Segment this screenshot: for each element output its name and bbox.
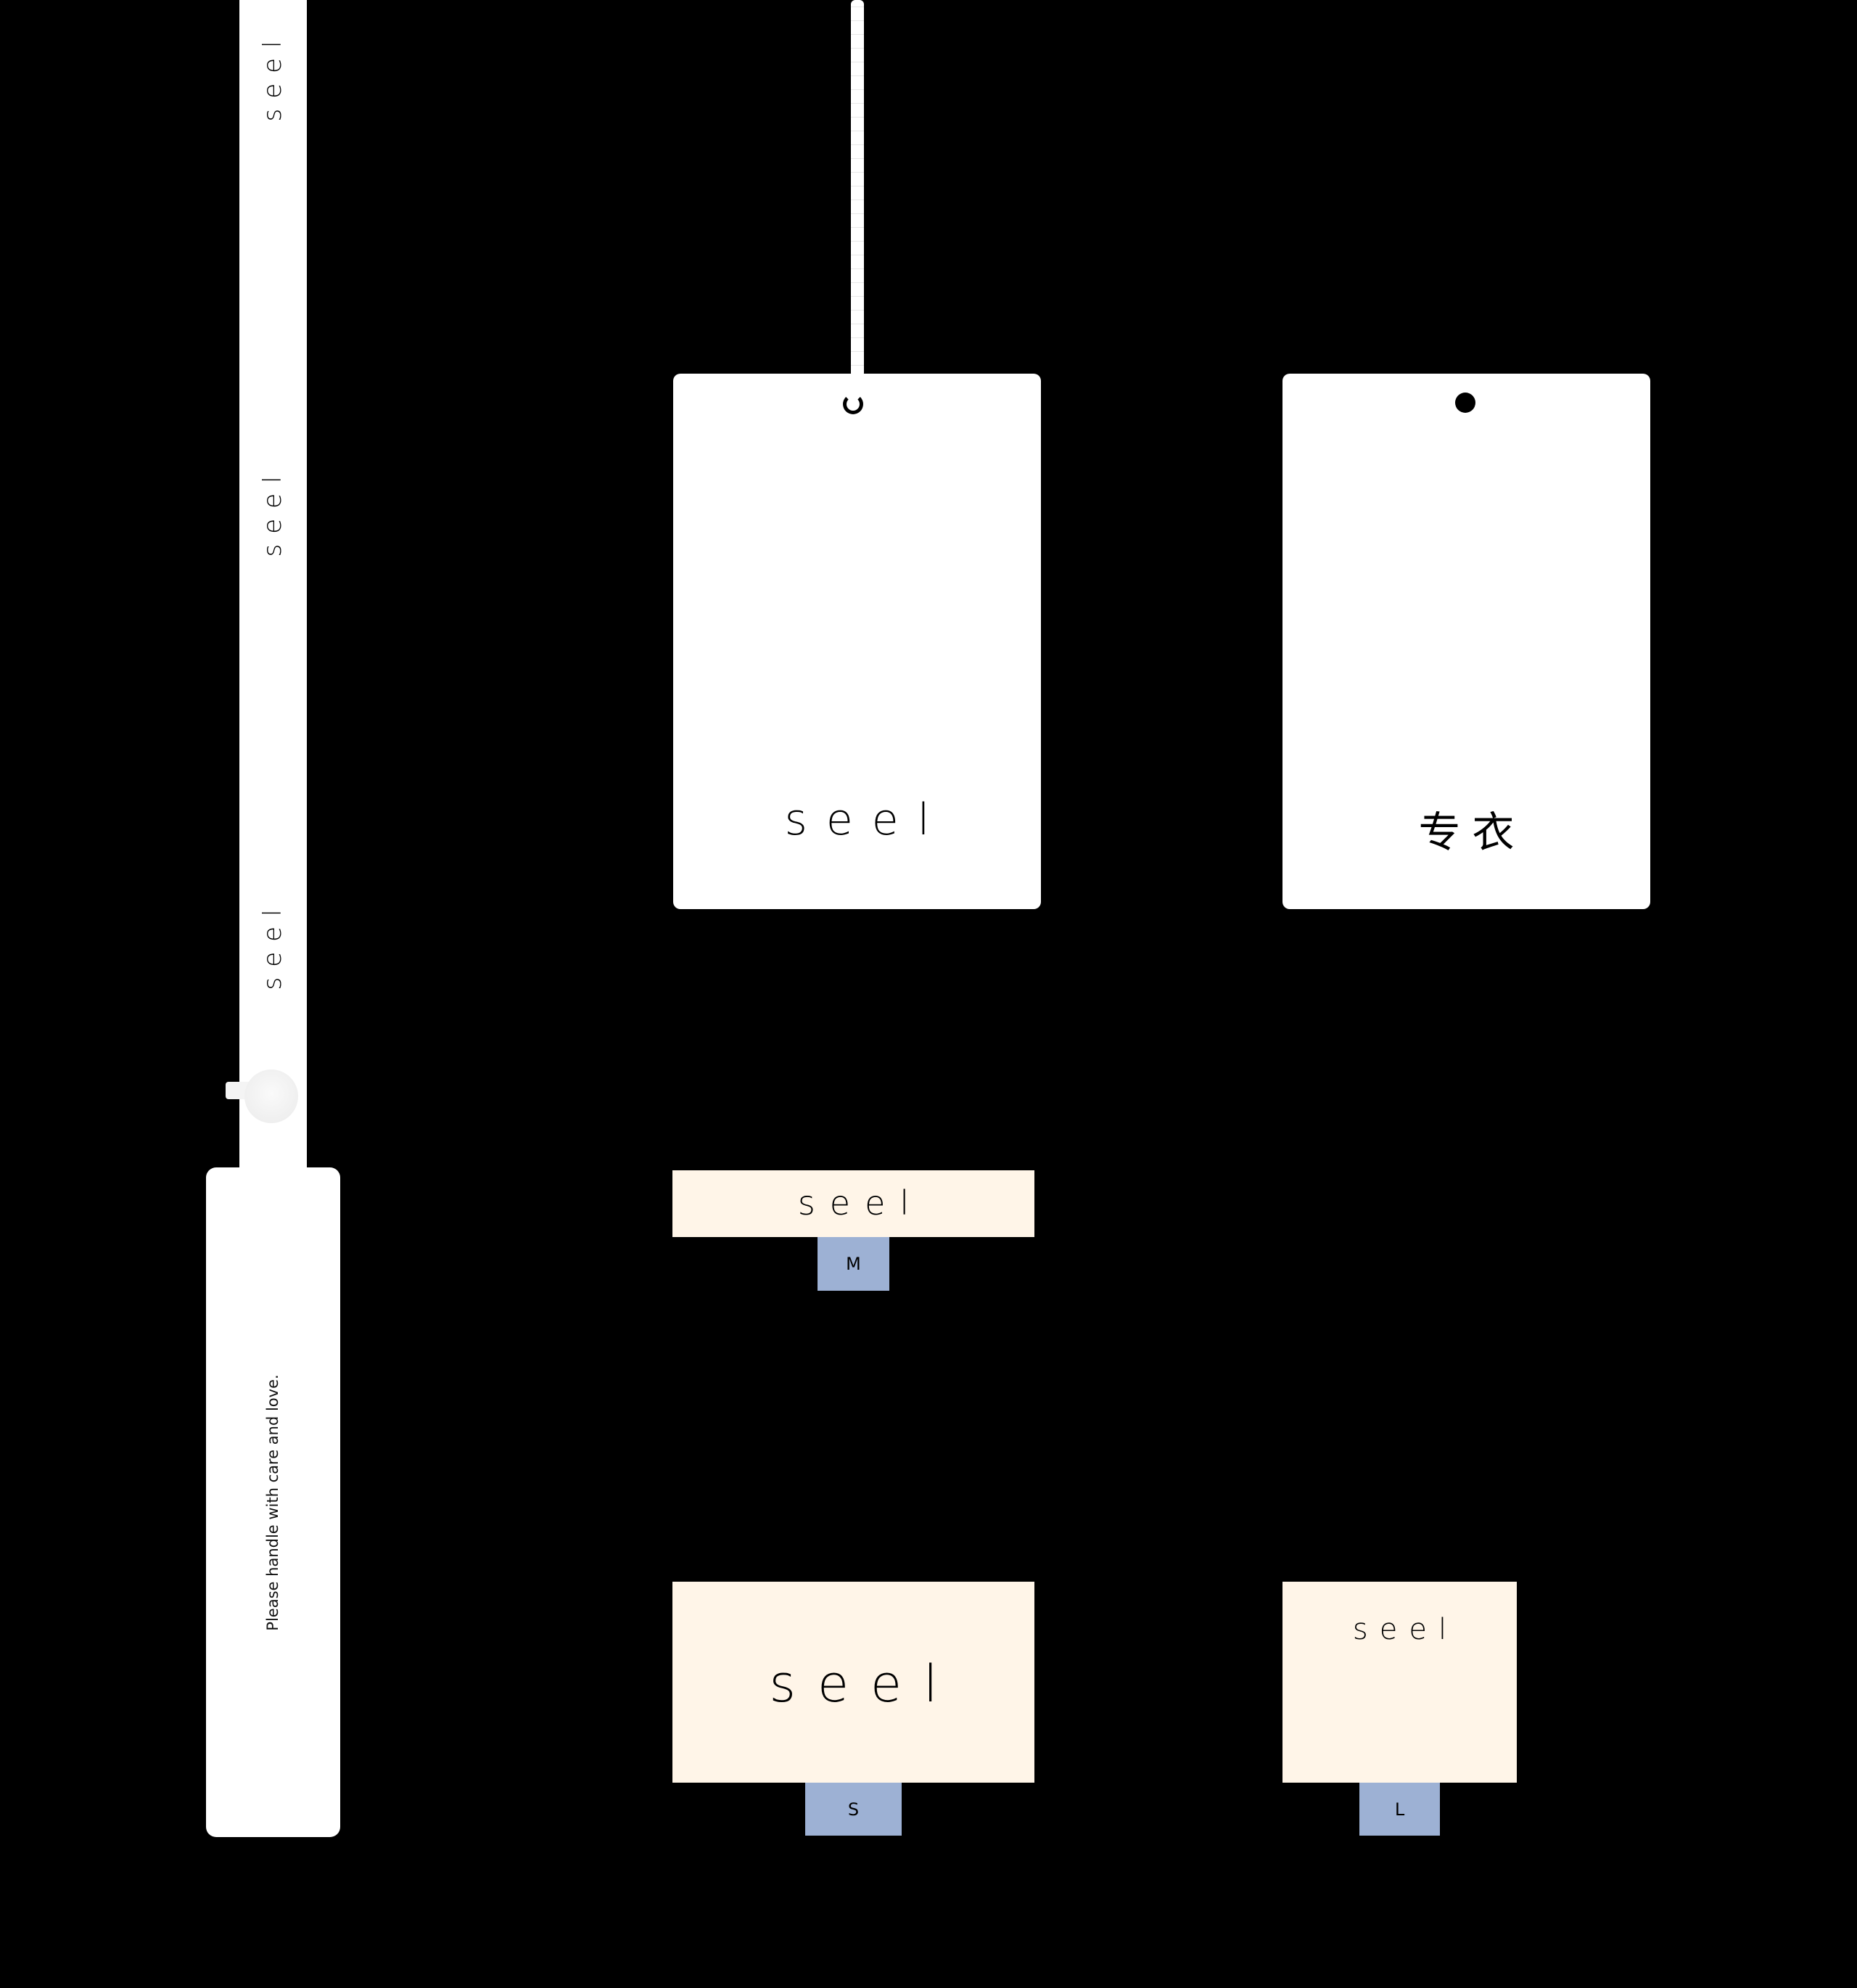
size-tab-s: S [805, 1783, 902, 1836]
care-text: Please handle with care and love. [264, 1374, 281, 1631]
hang-tag-chinese: 专衣 [1282, 374, 1650, 909]
fastener-knob-icon [244, 1069, 298, 1123]
woven-label-m: seel [672, 1170, 1034, 1237]
size-tab-m: M [818, 1237, 889, 1291]
woven-label-l: seel [1282, 1582, 1517, 1783]
care-tag: Please handle with care and love. [206, 1167, 340, 1837]
label-wordmark: seel [1352, 1613, 1459, 1646]
punched-hole-icon [1455, 393, 1475, 413]
strip-wordmark-1: seel [258, 30, 287, 122]
strip-tag: seel seel seel [239, 0, 307, 1175]
hang-string [851, 0, 864, 377]
hang-tag-wordmark: seel [784, 794, 949, 845]
string-hook-icon [843, 394, 863, 414]
strip-wordmark-3: seel [258, 899, 287, 990]
label-wordmark: seel [797, 1183, 924, 1223]
strip-wordmark-2: seel [258, 466, 287, 557]
size-tab-l: L [1359, 1783, 1440, 1836]
hang-tag-latin: seel [673, 374, 1041, 909]
hang-tag-wordmark-cn: 专衣 [1418, 808, 1526, 857]
label-wordmark: seel [769, 1654, 960, 1714]
woven-label-s: seel [672, 1582, 1034, 1783]
